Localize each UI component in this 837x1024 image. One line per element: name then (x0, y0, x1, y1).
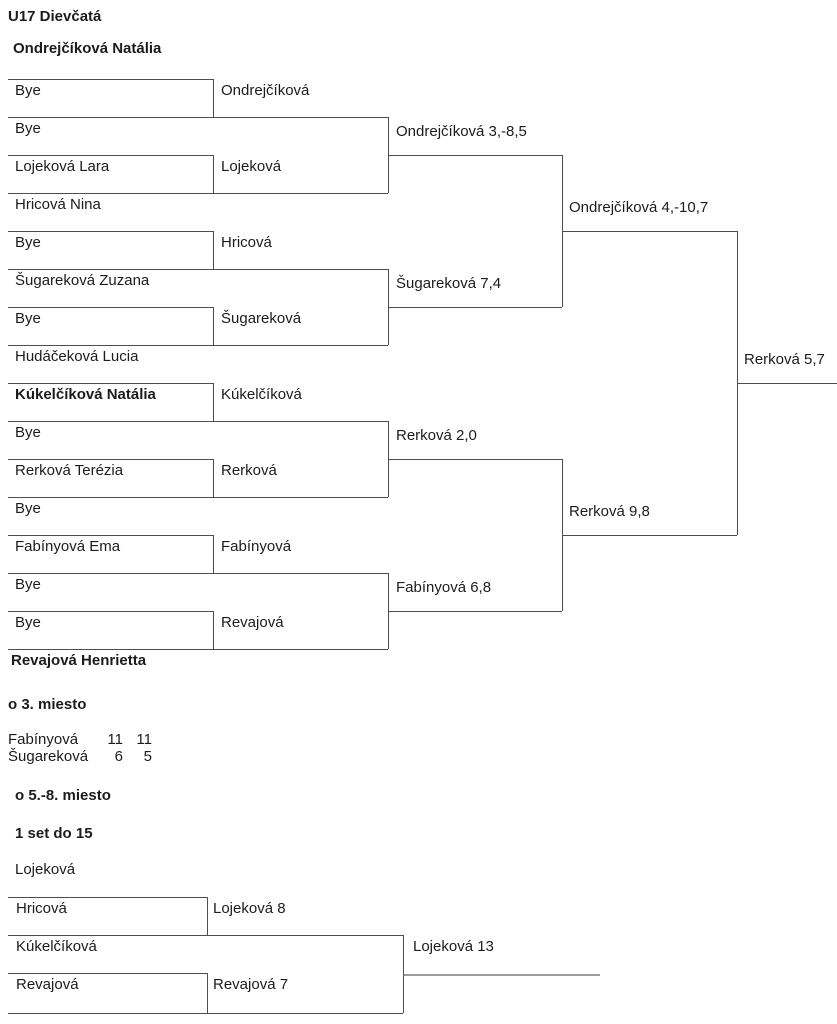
round1-entry: Bye (15, 234, 41, 251)
bracket-vline (213, 231, 214, 269)
bracket-hline (8, 117, 388, 118)
round1-entry: Bye (15, 576, 41, 593)
bracket-vline (207, 897, 208, 935)
bracket-hline (8, 897, 207, 898)
round1-entry: Bye (15, 82, 41, 99)
quarterfinal-result: Šugareková 7,4 (396, 275, 502, 292)
bracket-hline (562, 535, 737, 536)
bracket-hline (8, 1013, 403, 1014)
set2-score: 11 (136, 731, 152, 748)
bracket-vline (213, 307, 214, 345)
bracket-hline (8, 269, 388, 270)
bracket-hline (8, 497, 388, 498)
round2-winner: Šugareková (221, 310, 302, 327)
consolation-entry: Kúkelčíková (16, 938, 97, 955)
bracket-vline (213, 611, 214, 649)
bracket-vline (213, 79, 214, 117)
quarterfinal-result: Rerková 2,0 (396, 427, 477, 444)
set1-score: 11 (107, 731, 123, 748)
bracket-hline (388, 307, 562, 308)
bracket-vline (213, 459, 214, 497)
bracket-hline (8, 649, 388, 650)
bracket-vline (388, 573, 389, 649)
bracket-hline (8, 573, 388, 574)
bracket-hline (8, 345, 388, 346)
final-result: Rerková 5,7 (744, 351, 825, 368)
set1-score: 6 (114, 748, 123, 765)
bracket-hline (8, 459, 213, 460)
round2-winner: Revajová (221, 614, 284, 631)
round2-winner: Ondrejčíková (221, 82, 310, 99)
consolation-entry: Revajová (16, 976, 79, 993)
seed-player-name: Ondrejčíková Natália (13, 40, 162, 57)
round1-entry: Bye (15, 310, 41, 327)
set2-score: 5 (143, 748, 152, 765)
round1-entry: Fabínyová Ema (15, 538, 121, 555)
round1-entry: Hricová Nina (15, 196, 101, 213)
round1-entry: Revajová Henrietta (11, 652, 147, 669)
third-place-heading: o 3. miesto (8, 696, 87, 713)
quarterfinal-result: Fabínyová 6,8 (396, 579, 492, 596)
fifth-place-heading: o 5.-8. miesto (15, 787, 111, 804)
bracket-vline (213, 535, 214, 573)
round1-entry: Lojeková Lara (15, 158, 110, 175)
quarterfinal-result: Ondrejčíková 3,-8,5 (396, 123, 527, 140)
bracket-hline (8, 231, 213, 232)
bracket-hline (403, 974, 600, 976)
round1-entry: Bye (15, 424, 41, 441)
bracket-hline (8, 193, 388, 194)
consolation-semifinal-result: Lojeková 8 (213, 900, 286, 917)
semifinal-result: Ondrejčíková 4,-10,7 (569, 199, 709, 216)
bracket-hline (8, 611, 213, 612)
third-place-score-row: Fabínyová 11 11 (8, 731, 152, 748)
bracket-vline (562, 459, 563, 611)
bracket-vline (388, 421, 389, 497)
round1-entry: Bye (15, 120, 41, 137)
bracket-vline (562, 155, 563, 307)
player-name: Šugareková (8, 748, 89, 765)
bracket-vline (737, 231, 738, 535)
bracket-hline (8, 383, 213, 384)
bracket-hline (8, 307, 213, 308)
round1-entry: Bye (15, 614, 41, 631)
round2-winner: Fabínyová (221, 538, 292, 555)
round2-winner: Lojeková (221, 158, 282, 175)
bracket-hline (388, 155, 562, 156)
round2-winner: Hricová (221, 234, 272, 251)
consolation-entry: Hricová (16, 900, 67, 917)
bracket-vline (403, 935, 404, 1013)
consolation-entry: Lojeková (15, 861, 76, 878)
set-format-note: 1 set do 15 (15, 825, 93, 842)
bracket-hline (8, 155, 213, 156)
player-name: Fabínyová (8, 731, 79, 748)
round1-entry: Bye (15, 500, 41, 517)
bracket-vline (213, 383, 214, 421)
round1-entry: Rerková Terézia (15, 462, 124, 479)
round2-winner: Kúkelčíková (221, 386, 302, 403)
consolation-final-result: Lojeková 13 (413, 938, 494, 955)
bracket-hline (388, 459, 562, 460)
page-title: U17 Dievčatá (8, 8, 102, 25)
bracket-hline (8, 535, 213, 536)
bracket-hline (8, 973, 207, 974)
bracket-vline (388, 269, 389, 345)
bracket-hline (8, 935, 403, 936)
bracket-vline (388, 117, 389, 193)
bracket-hline (388, 611, 562, 612)
round1-entry: Hudáčeková Lucia (15, 348, 139, 365)
bracket-hline (737, 383, 837, 384)
third-place-score-row: Šugareková 6 5 (8, 748, 152, 765)
round1-entry: Kúkelčíková Natália (15, 386, 156, 403)
round1-entry: Šugareková Zuzana (15, 272, 150, 289)
bracket-vline (207, 973, 208, 1013)
bracket-hline (8, 421, 388, 422)
bracket-hline (562, 231, 737, 232)
round2-winner: Rerková (221, 462, 277, 479)
bracket-vline (213, 155, 214, 193)
semifinal-result: Rerková 9,8 (569, 503, 650, 520)
bracket-hline (8, 79, 213, 80)
consolation-semifinal-result: Revajová 7 (213, 976, 289, 993)
